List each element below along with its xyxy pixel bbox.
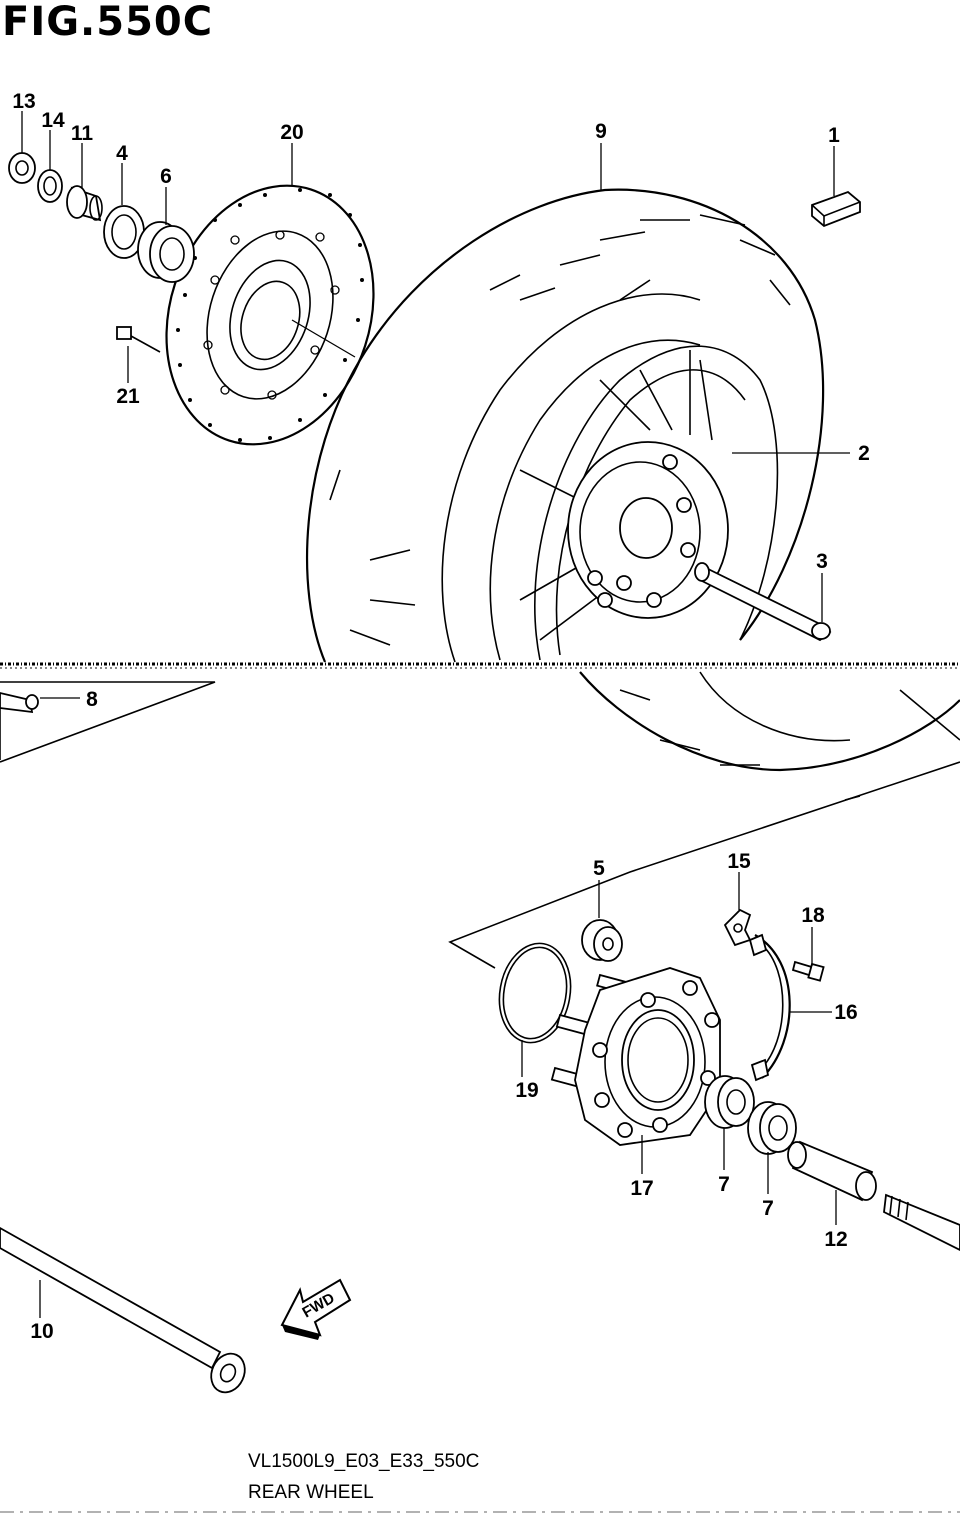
callout-19: 19 <box>515 1079 538 1102</box>
callout-1: 1 <box>828 124 840 147</box>
fwd-arrow-icon: FWD <box>280 1278 352 1340</box>
spacer-part-12 <box>787 1140 877 1202</box>
callout-labels: 1 2 3 4 5 6 7 7 8 9 10 11 12 13 14 15 16… <box>12 90 870 1343</box>
leader-lines <box>21 111 850 1318</box>
callout-17: 17 <box>630 1177 653 1200</box>
sprocket-hub-part-17 <box>550 967 721 1146</box>
rear-tire <box>305 188 960 772</box>
callout-2: 2 <box>858 442 870 465</box>
callout-14: 14 <box>41 109 65 132</box>
callout-7b: 7 <box>762 1197 774 1220</box>
section-frame-lines <box>0 662 960 969</box>
seal-part-4 <box>103 205 145 259</box>
bolt-part-18 <box>791 960 825 982</box>
callout-12: 12 <box>824 1228 847 1251</box>
callout-8: 8 <box>86 688 98 711</box>
model-code: VL1500L9_E03_E33_550C <box>248 1451 480 1472</box>
rear-wheel-rim <box>519 345 779 661</box>
axle-end-threads <box>883 1193 960 1252</box>
callout-16: 16 <box>834 1001 857 1024</box>
nut-part-13 <box>8 152 36 184</box>
figure-title: FIG.550C <box>2 0 214 45</box>
washer-part-14 <box>37 169 63 203</box>
callout-6: 6 <box>160 165 172 188</box>
callout-20: 20 <box>280 121 303 144</box>
bearing-part-7-inner <box>704 1075 755 1129</box>
callout-5: 5 <box>593 857 605 880</box>
bearing-part-7-outer <box>747 1101 797 1155</box>
collar-part-11 <box>66 185 103 222</box>
bearing-part-6 <box>137 221 195 283</box>
balance-weight-part-1 <box>811 190 861 228</box>
callout-15: 15 <box>727 850 751 873</box>
bolt-part-21 <box>116 326 161 353</box>
callout-11: 11 <box>71 122 94 145</box>
axle-spacer-part-3 <box>694 562 832 642</box>
brake-disc-part-20 <box>165 184 375 446</box>
axle-shaft-part-10 <box>0 1226 246 1394</box>
o-ring-part-19 <box>498 942 572 1044</box>
callout-9: 9 <box>595 120 607 143</box>
callout-4: 4 <box>116 142 128 165</box>
figure-caption: REAR WHEEL <box>248 1482 374 1503</box>
callout-3: 3 <box>816 550 828 573</box>
callout-13: 13 <box>12 90 35 113</box>
callout-10: 10 <box>30 1320 53 1343</box>
callout-18: 18 <box>801 904 825 927</box>
valve-part-8 <box>0 692 39 714</box>
retaining-ring-part-16 <box>748 933 791 1082</box>
callout-7a: 7 <box>718 1173 730 1196</box>
damper-part-5 <box>581 919 623 962</box>
stopper-plate-part-15 <box>723 908 752 947</box>
callout-21: 21 <box>116 385 140 408</box>
